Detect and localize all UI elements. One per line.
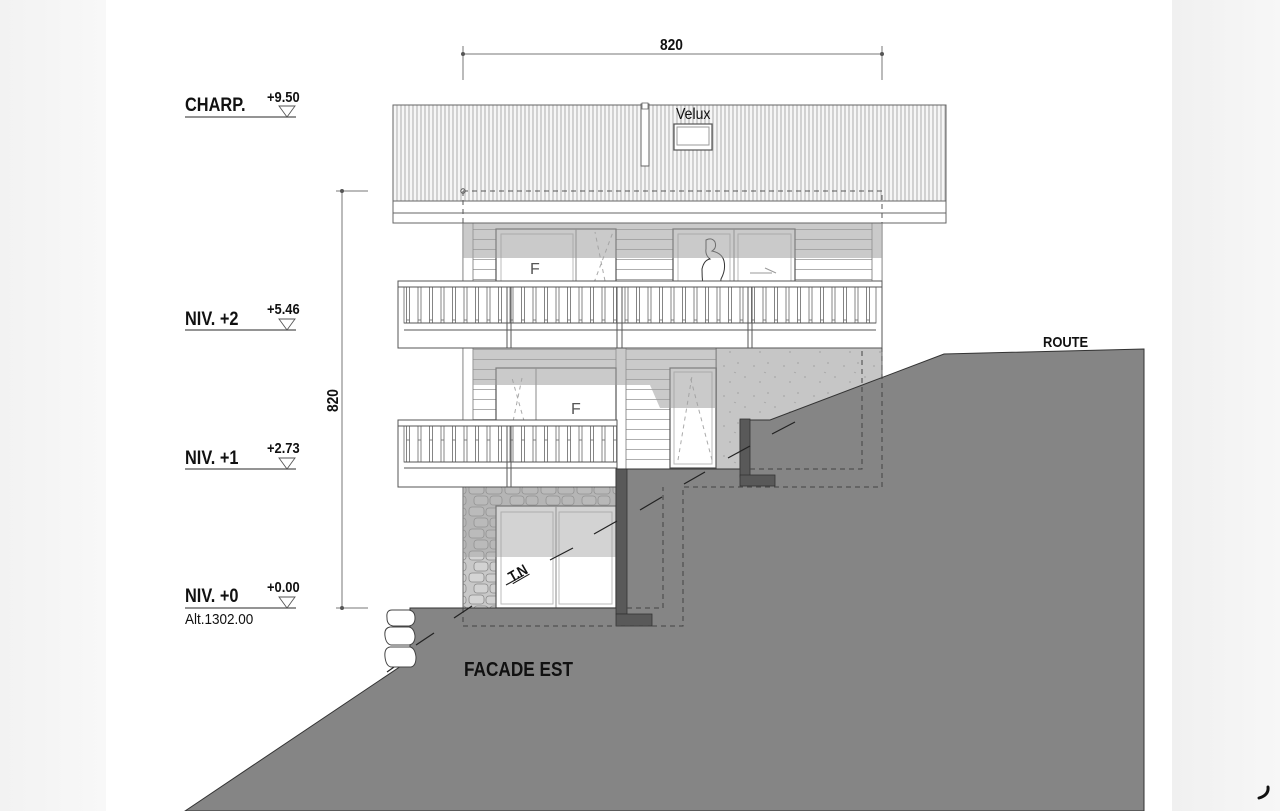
level-label-niv0: NIV. +0	[185, 586, 239, 607]
fixed-window-label-middle: F	[571, 401, 581, 418]
width-dimension	[461, 46, 884, 80]
velux-label: Velux	[676, 106, 711, 123]
retaining-wall-upper	[739, 418, 751, 478]
level-label-charp: CHARP.	[185, 95, 246, 116]
upper-balcony	[397, 280, 883, 349]
background-right	[1172, 0, 1280, 811]
elevation-charp: +9.50	[267, 89, 300, 106]
level-label-niv2: NIV. +2	[185, 309, 239, 330]
terrain	[184, 348, 1145, 811]
elevation-niv1: +2.73	[267, 440, 300, 457]
roof	[392, 102, 947, 224]
width-dimension-label: 820	[660, 37, 683, 54]
fixed-window-label-upper: F	[530, 261, 540, 278]
elevation-niv0: +0.00	[267, 579, 300, 596]
drawing-title: FACADE EST	[464, 659, 573, 681]
elevation-niv2: +5.46	[267, 301, 300, 318]
cursor-icon	[1257, 785, 1270, 800]
level-markers	[185, 105, 296, 609]
height-dimension-label: 820	[325, 389, 342, 412]
retaining-wall-lower	[615, 468, 628, 615]
background-left	[0, 0, 106, 811]
route-label: ROUTE	[1043, 334, 1089, 351]
boulders	[384, 609, 417, 668]
level-label-niv1: NIV. +1	[185, 448, 239, 469]
middle-balcony	[397, 419, 618, 488]
chimney	[640, 103, 650, 167]
velux-skylight	[673, 123, 713, 151]
height-dimension	[336, 189, 368, 610]
altitude-label: Alt.1302.00	[185, 611, 254, 628]
